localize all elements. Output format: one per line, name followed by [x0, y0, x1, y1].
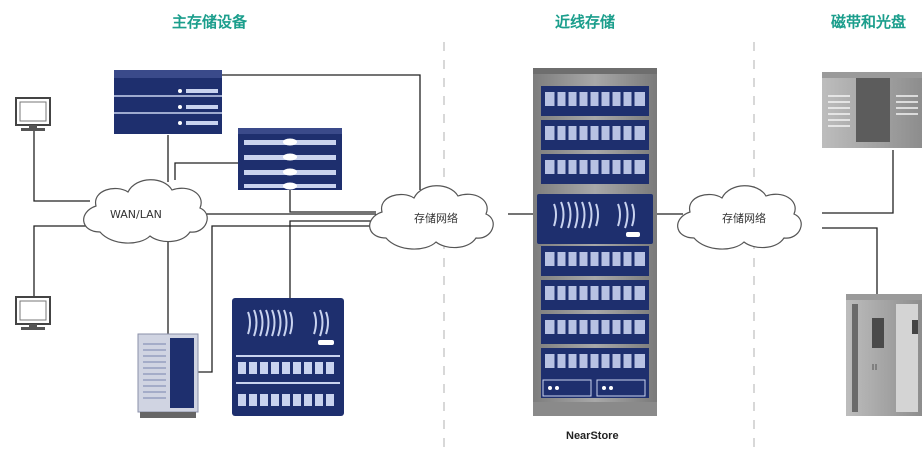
cloud-label-wan-lan: WAN/LAN	[110, 208, 162, 221]
cloud-label-storage-network-left: 存储网络	[414, 212, 458, 225]
connection-lines	[33, 74, 894, 373]
monitor-icon	[15, 296, 51, 330]
tape-library-icon	[822, 72, 922, 148]
server-icon	[114, 70, 222, 134]
cloud-icon	[369, 185, 494, 250]
nearstore-caption: NearStore	[566, 430, 619, 442]
monitor-icon	[15, 97, 51, 131]
tower-server-icon	[137, 333, 199, 418]
cloud-label-storage-network-right: 存储网络	[722, 212, 766, 225]
section-title-primary: 主存储设备	[172, 13, 248, 31]
optical-library-icon	[846, 294, 922, 416]
section-title-tape-optical: 磁带和光盘	[831, 13, 907, 31]
section-title-nearline: 近线存储	[555, 13, 616, 31]
rack-icon	[533, 68, 657, 416]
filer-icon	[232, 298, 344, 416]
cloud-icon	[677, 185, 802, 250]
server-icon	[238, 128, 342, 190]
cloud-icon	[83, 179, 208, 244]
